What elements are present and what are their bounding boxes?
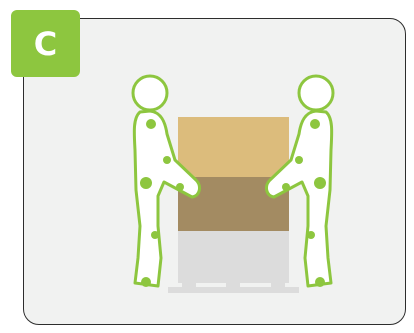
box-icon [178, 117, 289, 231]
pallet-icon [168, 231, 299, 293]
